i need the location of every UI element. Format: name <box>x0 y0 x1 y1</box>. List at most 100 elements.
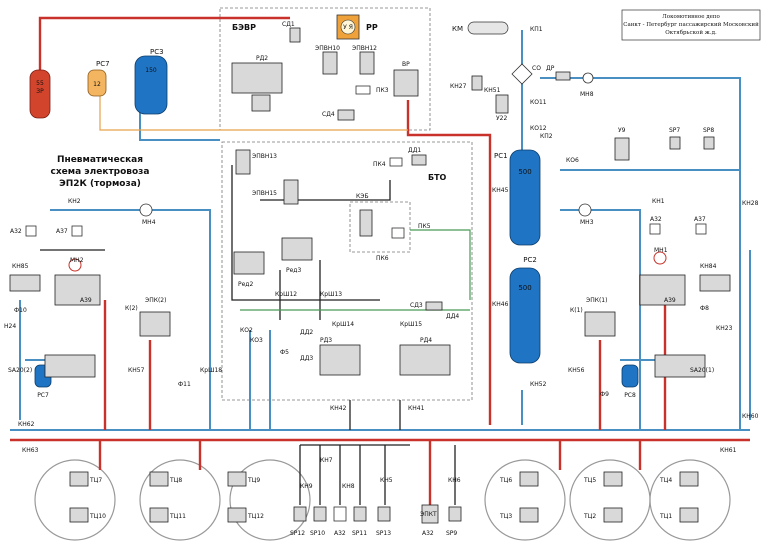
pk3-label: ПК3 <box>376 87 389 94</box>
reservoir-zr-label: ЗР <box>36 88 44 95</box>
mn1-label: МН1 <box>654 247 668 254</box>
epvn13-valve <box>235 149 251 175</box>
mn2-gauge-icon <box>68 258 82 272</box>
epk1-valve <box>584 311 616 337</box>
kn27-label: КН27 <box>450 83 467 90</box>
kn42-label: КН42 <box>330 405 347 412</box>
a32-right-box <box>649 223 661 235</box>
kp2-label: КП2 <box>540 133 553 140</box>
dd4-label: ДД4 <box>446 313 459 320</box>
cylinder-tc1-label: ТЦ1 <box>659 513 672 520</box>
sp10-sensor <box>313 506 327 522</box>
reservoir-rc3-label: РС3 <box>150 48 164 56</box>
driver-crane-left <box>54 274 101 306</box>
vr-label: ВР <box>402 61 410 68</box>
pipe-so-right <box>540 77 741 430</box>
red3-device <box>281 237 313 261</box>
reservoir-rc7: РС7 12 <box>87 60 110 97</box>
sp7-label: SP7 <box>669 127 680 134</box>
cylinder-tc7-label: ТЦ7 <box>89 477 102 484</box>
kn45-label: КН45 <box>492 187 509 194</box>
dr-label: ДР <box>546 65 555 72</box>
sp9-label: SP9 <box>446 530 457 537</box>
kp1-label: КП1 <box>530 26 543 33</box>
sp13-sensor <box>377 506 391 522</box>
kn85-crane <box>9 274 41 292</box>
krsh13-label: КрШ13 <box>320 291 342 298</box>
reservoir-rc7-label: РС7 <box>96 60 110 68</box>
a37-right-box <box>695 223 707 235</box>
bto-label: БТО <box>428 173 447 182</box>
epvn13-label: ЭПВН13 <box>252 153 277 160</box>
kn51-label: КН51 <box>484 87 501 94</box>
stamp-line-2: Санкт - Петербург пассажирский Московски… <box>623 21 759 28</box>
a32-b2-label: А32 <box>422 530 434 537</box>
kn62-label: КН62 <box>18 421 35 428</box>
reservoir-rc1-value: 500 <box>518 168 531 176</box>
cylinder-tc7 <box>69 471 89 487</box>
wheelset-left-1 <box>34 459 116 541</box>
epvn12-valve <box>359 51 375 75</box>
epk2-label: ЭПК(2) <box>145 297 166 304</box>
pipe-left-loop <box>50 209 211 430</box>
pipe-rc7-orange <box>99 90 408 131</box>
supply-pipe-top <box>38 16 290 70</box>
epkt-label: ЭПКТ <box>420 511 437 518</box>
ko11-label: КО11 <box>530 99 547 106</box>
y22-label: У22 <box>496 115 507 122</box>
sd4-label: СД4 <box>322 111 335 118</box>
kn9-label: КН9 <box>300 483 313 490</box>
cylinder-tc9 <box>227 471 247 487</box>
vr-device <box>393 69 419 97</box>
rr-gauge-label: У Я <box>343 24 353 31</box>
sa20-2-label: SA20(2) <box>8 367 32 374</box>
reservoir-rc2-label: РС2 <box>523 256 537 264</box>
kn63-label: КН63 <box>22 447 39 454</box>
sp13-label: SP13 <box>376 530 391 537</box>
reservoir-rc2-value: 500 <box>518 284 531 292</box>
krsh18-label: КрШ18 <box>200 367 222 374</box>
cylinder-tc6 <box>519 471 539 487</box>
pk6-label: ПК6 <box>376 255 389 262</box>
keb-label: КЭБ <box>356 193 369 200</box>
rd4-device <box>399 344 451 376</box>
epvn15-valve <box>283 179 299 205</box>
f10-label: Ф10 <box>14 307 27 314</box>
so-label: СО <box>532 65 541 72</box>
sp12-sensor <box>293 506 307 522</box>
y9-label: У9 <box>618 127 626 134</box>
reservoir-zr-value: 55 <box>36 80 44 87</box>
red3-label: Ред3 <box>286 267 301 274</box>
wheelsets <box>34 459 731 541</box>
sp7-sensor <box>669 136 681 150</box>
epvn15-label: ЭПВН15 <box>252 190 277 197</box>
sp12-label: SP12 <box>290 530 305 537</box>
a37-left-box <box>71 225 83 237</box>
cylinder-tc12-label: ТЦ12 <box>247 513 264 520</box>
wheelset-left-2 <box>139 459 221 541</box>
bevr-label: БЭВР <box>232 23 256 32</box>
sd1-label: СД1 <box>282 21 295 28</box>
sd4-device <box>337 109 355 121</box>
y9-valve <box>614 137 630 161</box>
mn4-label: МН4 <box>142 219 156 226</box>
cylinders-left: ТЦ7 ТЦ8 ТЦ9 ТЦ10 ТЦ11 ТЦ12 <box>69 471 264 523</box>
krsh12-label: КрШ12 <box>275 291 297 298</box>
ko6-label: КО6 <box>566 157 579 164</box>
cylinder-tc4 <box>679 471 699 487</box>
dd1-sensor <box>411 154 427 166</box>
keb-block-outline <box>349 201 411 253</box>
reservoir-rc8-small-label: РС8 <box>624 392 636 399</box>
a32-left-label: А32 <box>10 228 22 235</box>
dd1-label: ДД1 <box>408 147 421 154</box>
epvn10-label: ЭПВН10 <box>315 45 340 52</box>
kn6-label: КН6 <box>448 477 461 484</box>
mn3-label: МН3 <box>580 219 594 226</box>
kn8-label: КН8 <box>342 483 355 490</box>
sp10-label: SP10 <box>310 530 325 537</box>
a37-left-label: А37 <box>56 228 68 235</box>
f8-label: Ф8 <box>700 305 709 312</box>
epk1-label: ЭПК(1) <box>586 297 607 304</box>
ko3-label: КО3 <box>250 337 263 344</box>
mn2-label: МН2 <box>70 257 84 264</box>
